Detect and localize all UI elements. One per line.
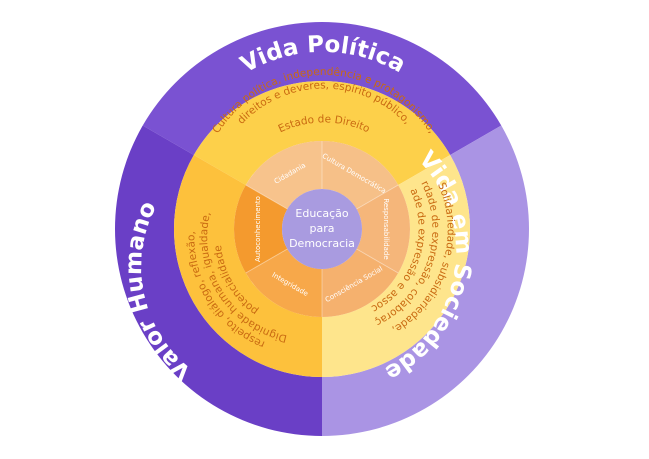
- outer-segment-valor-humano: [114, 125, 322, 436]
- middle-segment-vida-em-sociedade: [322, 155, 471, 377]
- inner-segment-cidadania: [245, 141, 322, 209]
- inner-label-autoconhecimento: Autoconhecimento: [254, 196, 262, 262]
- middle-segment-valor-humano: [173, 155, 322, 377]
- center-line-3: Democracia: [289, 237, 355, 250]
- inner-segment-responsabilidade: [356, 185, 410, 273]
- middle-segment-vida-politica: [193, 81, 451, 185]
- inner-segment-autoconhecimento: [234, 185, 288, 273]
- center-line-2: para: [310, 222, 335, 235]
- inner-separator: [245, 248, 288, 274]
- outer-segment-vida-em-sociedade: [322, 125, 529, 436]
- inner-segment-consciencia-social: [322, 249, 399, 317]
- inner-separator: [356, 184, 399, 210]
- center-circle: [282, 189, 362, 269]
- inner-separator: [245, 184, 288, 210]
- center-hub: Educação para Democracia: [282, 189, 362, 269]
- inner-label-responsabilidade: Responsabilidade: [382, 198, 390, 259]
- inner-segment-cultura-democratica: [322, 141, 399, 209]
- outer-segment-vida-politica: [142, 22, 502, 155]
- center-line-1: Educação: [295, 207, 348, 220]
- inner-segment-integridade: [245, 249, 322, 317]
- inner-separator: [356, 248, 399, 274]
